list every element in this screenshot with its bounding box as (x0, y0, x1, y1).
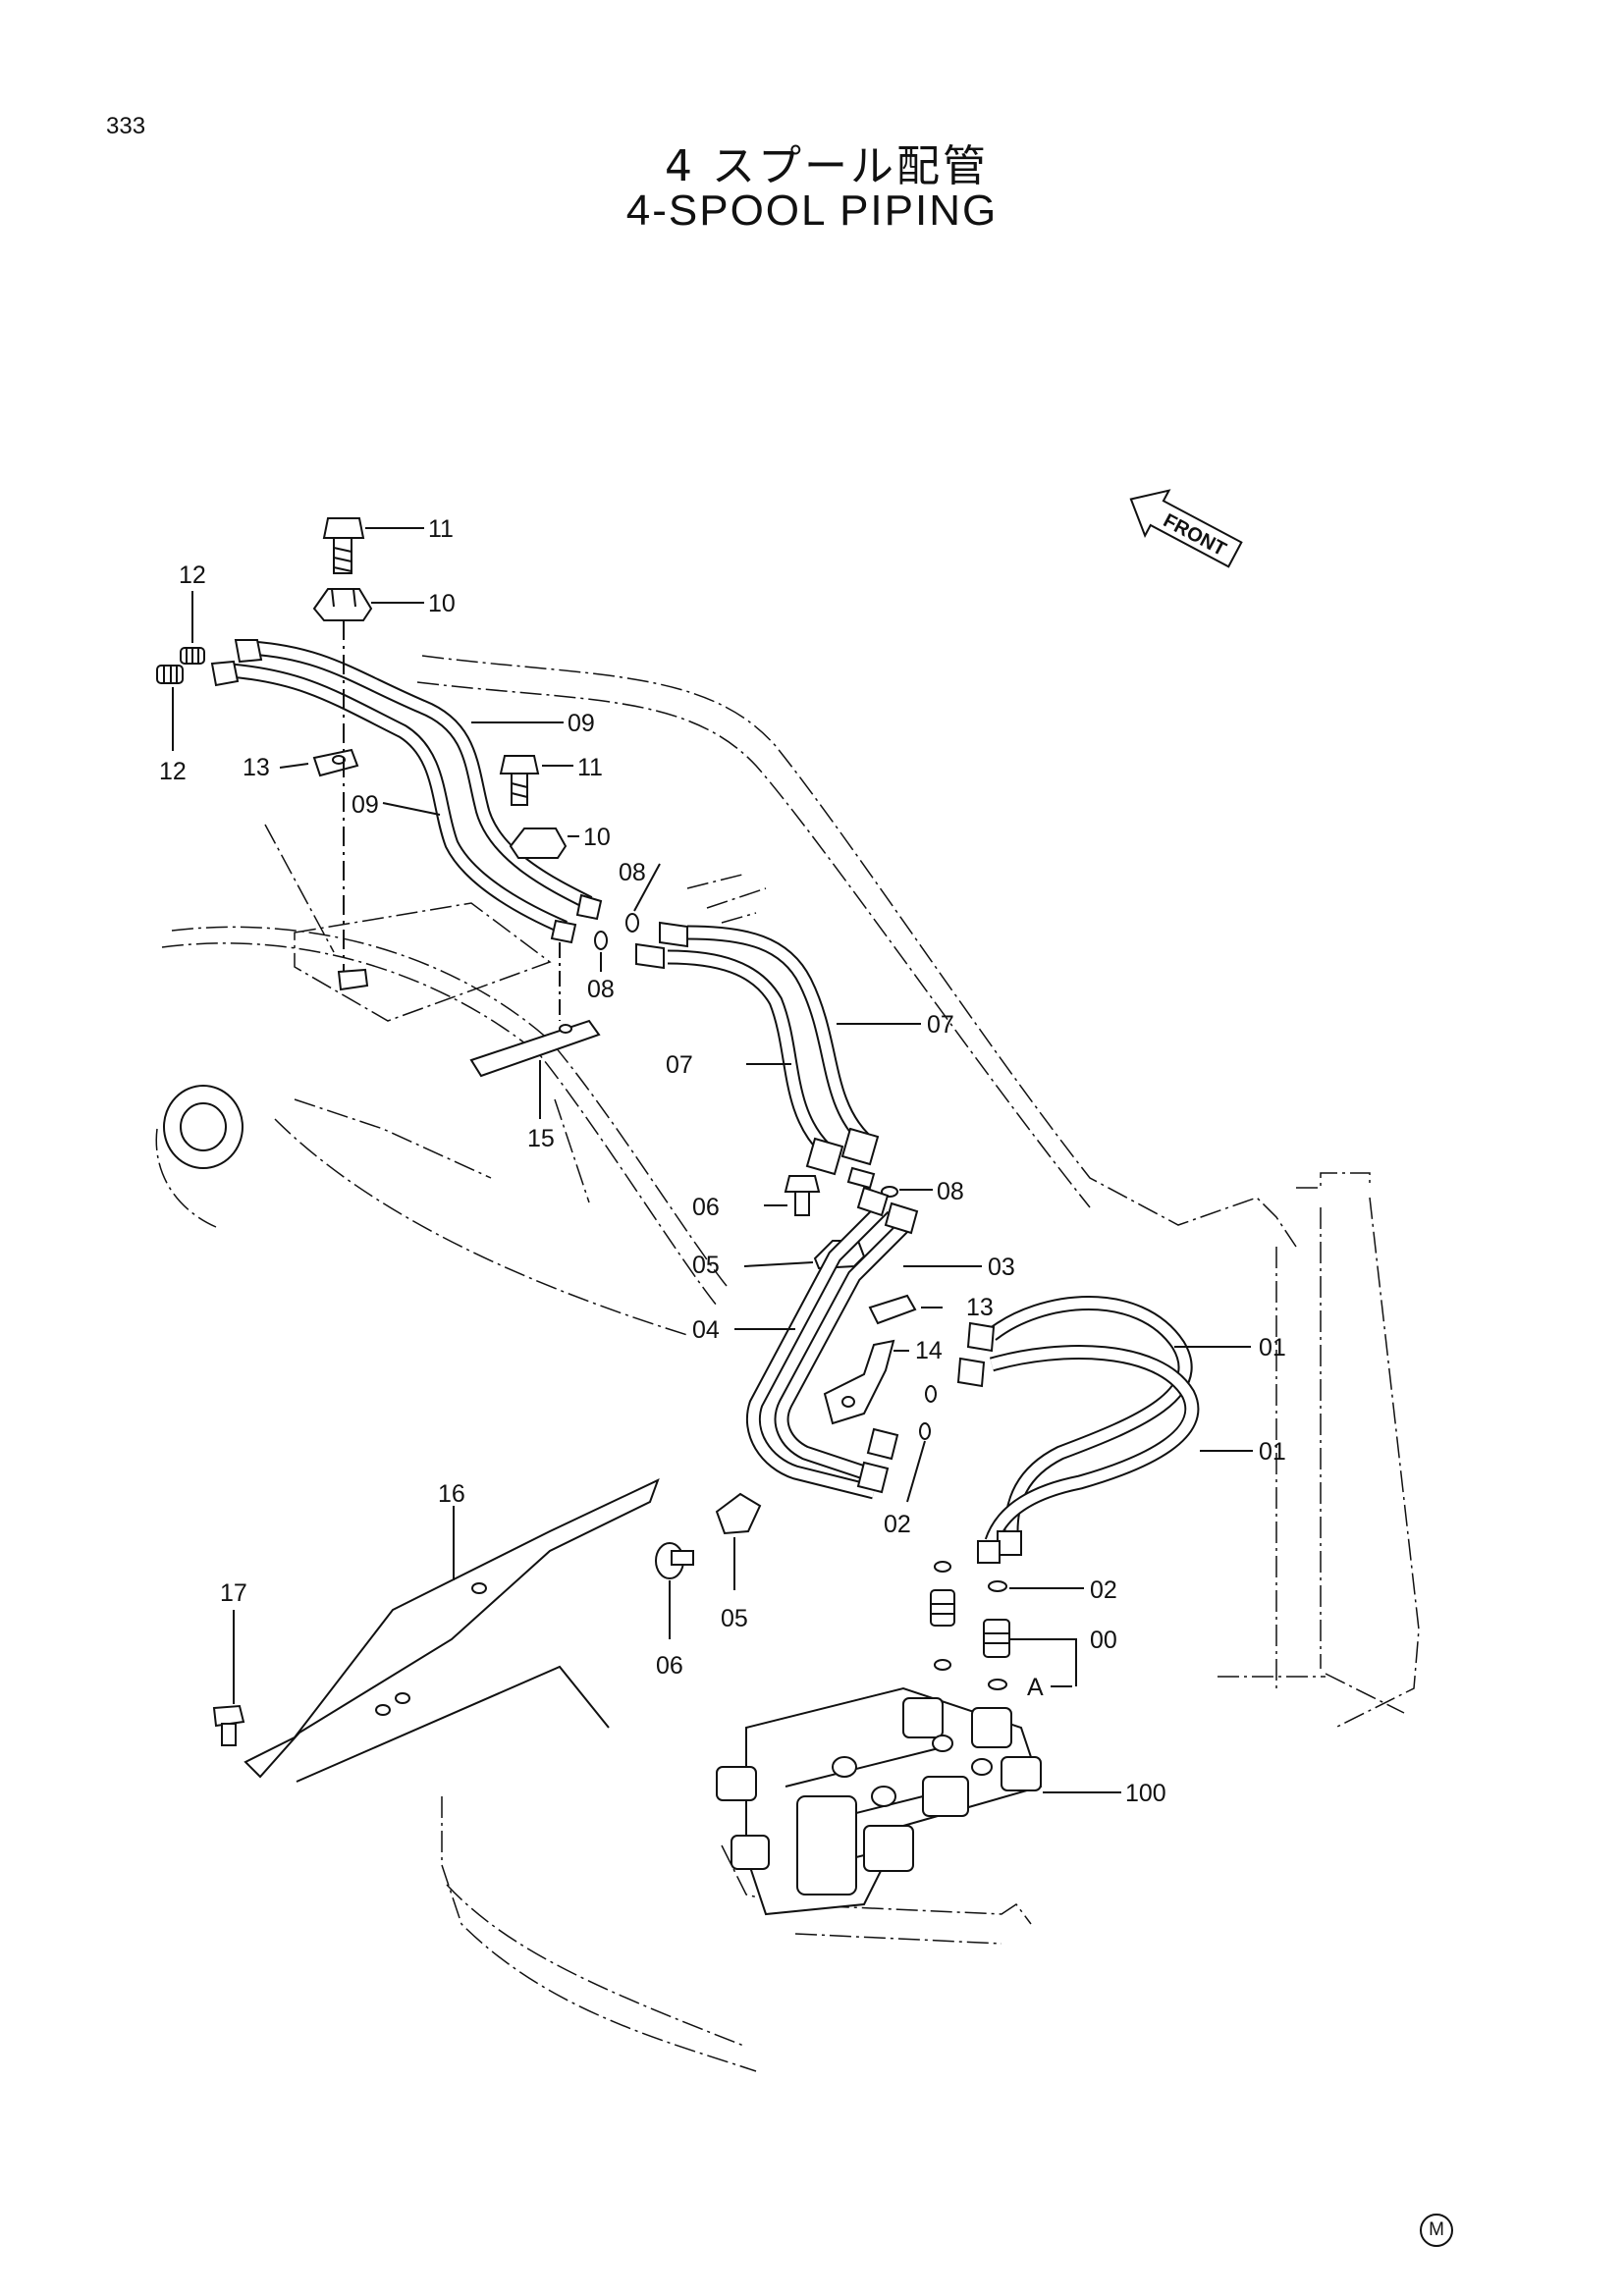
bolt-06-lower (655, 1542, 694, 1579)
plate-15 (469, 942, 601, 1078)
bolt-17 (212, 1704, 245, 1746)
callout-06-upper: 06 (692, 1194, 720, 1221)
pipe-09-upper (249, 640, 593, 910)
spacer-block-machine (337, 968, 369, 991)
pipe-09-lower (230, 663, 568, 934)
bracket-14 (823, 1339, 895, 1425)
callout-07-left: 07 (666, 1051, 693, 1079)
callout-03: 03 (988, 1254, 1015, 1281)
machine-outline (155, 655, 1420, 2072)
callout-00: 00 (1090, 1627, 1117, 1654)
pipe-03 (774, 1221, 909, 1480)
callout-09-lower: 09 (352, 791, 379, 819)
callout-02-b: 02 (1090, 1576, 1117, 1604)
hose-07-left (667, 949, 831, 1154)
clamp-05-lower (715, 1492, 762, 1535)
clamp-10-upper (312, 588, 373, 621)
callout-10-upper: 10 (428, 590, 456, 617)
bolt-11-upper (322, 517, 365, 574)
hose-01-fittings (956, 1321, 1022, 1564)
callout-04: 04 (692, 1316, 720, 1344)
clamp-10-lower (509, 828, 568, 859)
bracket-line-16 (296, 1665, 610, 1783)
front-arrow-icon: FRONT (1129, 489, 1243, 568)
plate-16 (244, 1478, 660, 1779)
bolt-06-upper (784, 1175, 821, 1216)
bolt-11-lower (499, 755, 540, 806)
o-ring-a-1 (934, 1659, 951, 1671)
o-ring-08-b (594, 931, 608, 950)
pipe-04 (745, 1201, 890, 1500)
callout-01-lower: 01 (1259, 1438, 1286, 1466)
callout-a: A (1027, 1674, 1044, 1701)
pipe-03-04-fittings (856, 1186, 919, 1494)
callout-11-lower: 11 (577, 754, 603, 781)
callout-09-upper: 09 (568, 710, 595, 737)
callout-05-upper: 05 (692, 1252, 720, 1279)
callout-17: 17 (220, 1579, 247, 1607)
callout-10-lower: 10 (583, 824, 611, 851)
callout-05-lower: 05 (721, 1605, 748, 1632)
plug-12-b (156, 665, 184, 684)
hose-07-right (686, 925, 870, 1145)
leader-lines (172, 527, 1253, 1793)
callout-14: 14 (915, 1337, 943, 1364)
callout-02-a: 02 (884, 1511, 911, 1538)
adapter-00-b (983, 1619, 1010, 1658)
callout-13-upper: 13 (243, 754, 270, 781)
spacer-13-lower (868, 1294, 917, 1325)
page-number: 333 (106, 113, 146, 139)
pipe-09-fittings (210, 639, 603, 944)
callout-12-lower: 12 (159, 758, 187, 785)
control-valve-100 (716, 1686, 1043, 1916)
callout-16: 16 (438, 1480, 465, 1508)
callout-11-upper: 11 (428, 515, 454, 543)
page-title-japanese: 4 スプール配管 (665, 141, 989, 191)
callout-13-lower: 13 (966, 1294, 994, 1321)
callout-labels: 11 10 12 12 09 13 09 11 10 08 08 07 07 1… (159, 515, 1286, 1807)
callout-01-upper: 01 (1259, 1334, 1286, 1362)
callout-08-b: 08 (587, 976, 615, 1003)
plug-12-a (180, 647, 205, 665)
callout-08-c: 08 (937, 1178, 964, 1205)
adapter-00-a (930, 1589, 955, 1627)
hose-01-lower (984, 1345, 1200, 1544)
callout-15: 15 (527, 1125, 555, 1152)
hose-07-fittings (635, 921, 880, 1190)
o-ring-02-d (988, 1580, 1007, 1592)
callout-07-right: 07 (927, 1011, 954, 1039)
roller-part (163, 1085, 244, 1169)
o-ring-02-b (919, 1422, 931, 1440)
callout-100: 100 (1125, 1780, 1166, 1807)
spacer-13-upper (312, 748, 359, 777)
o-ring-02-a (925, 1385, 937, 1403)
page-title-english: 4-SPOOL PIPING (625, 187, 999, 235)
o-ring-02-c (934, 1561, 951, 1573)
callout-12-upper: 12 (179, 561, 206, 589)
revision-mark: M (1420, 2214, 1453, 2247)
o-ring-a-2 (988, 1679, 1007, 1690)
o-ring-08-a (625, 913, 639, 933)
callout-06-lower: 06 (656, 1652, 683, 1680)
callout-08-a: 08 (619, 859, 646, 886)
